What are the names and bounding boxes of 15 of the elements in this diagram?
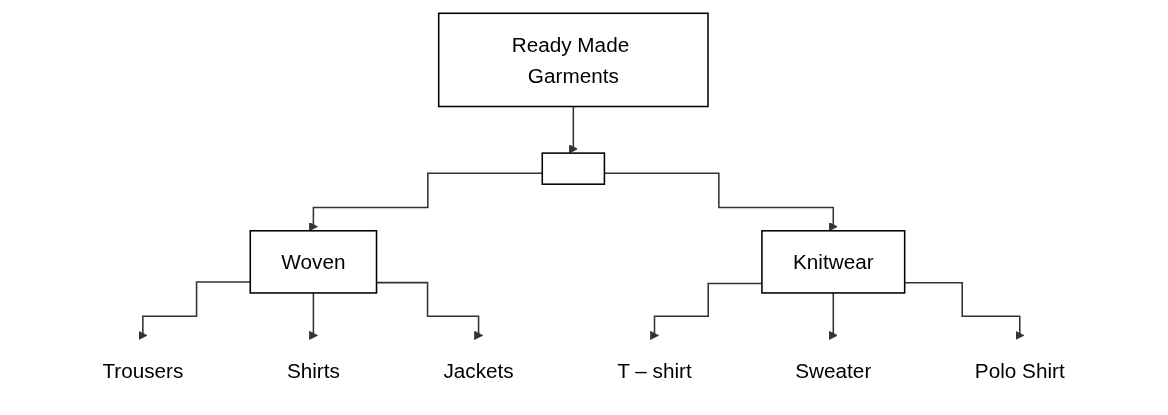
- node-box: Knitwear: [761, 230, 906, 294]
- node-text: Jackets: [443, 359, 515, 383]
- arrow: [829, 292, 839, 340]
- node-box: Woven: [249, 230, 378, 294]
- node-text: Shirts: [287, 359, 341, 383]
- arrow: [604, 172, 839, 232]
- node-box: Ready Made Garments: [438, 12, 710, 108]
- node-text: Polo Shirt: [975, 359, 1066, 383]
- arrow: [309, 292, 319, 340]
- arrow: [376, 281, 484, 340]
- node-text: Trousers: [102, 359, 184, 383]
- node-bar: [541, 152, 606, 185]
- node-text: T – shirt: [617, 359, 693, 383]
- arrow: [569, 105, 579, 154]
- node-text: Sweater: [795, 359, 872, 383]
